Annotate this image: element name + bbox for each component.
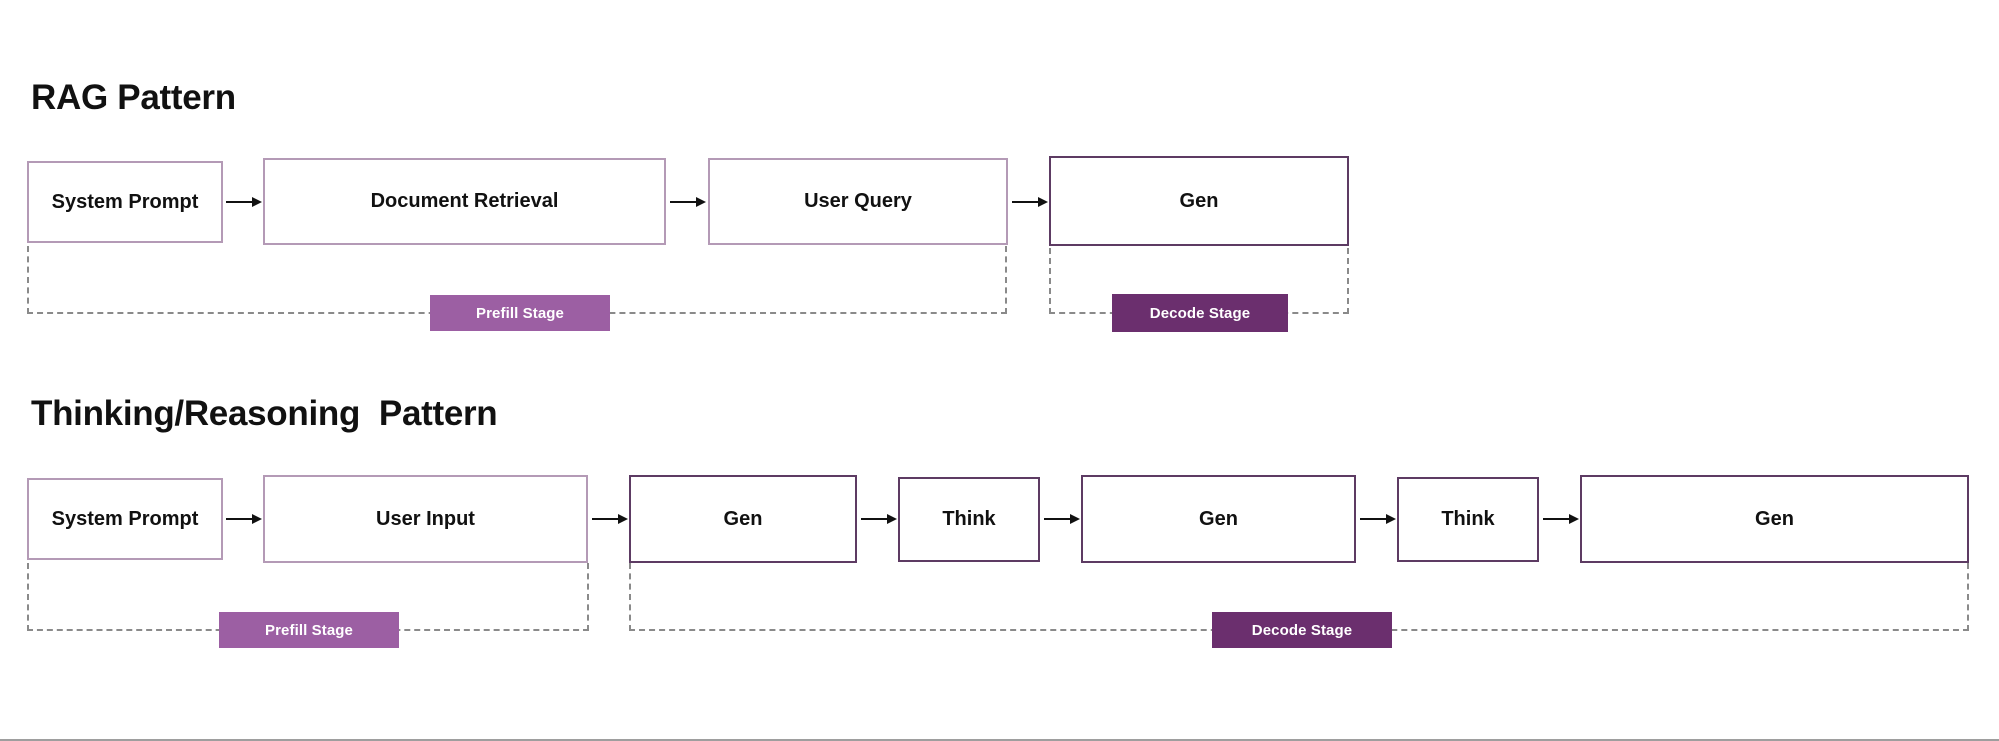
node-think-thinking-2[interactable]: Think bbox=[1397, 477, 1539, 562]
node-system-prompt-rag[interactable]: System Prompt bbox=[27, 161, 223, 243]
arrow-icon-rag-3 bbox=[1012, 197, 1048, 207]
section-title-thinking: Thinking/Reasoning Pattern bbox=[31, 394, 498, 433]
node-gen-thinking-3[interactable]: Gen bbox=[1580, 475, 1969, 563]
badge-decode-thinking: Decode Stage bbox=[1212, 612, 1392, 648]
badge-prefill-thinking: Prefill Stage bbox=[219, 612, 399, 648]
node-gen-thinking-2[interactable]: Gen bbox=[1081, 475, 1356, 563]
arrow-icon-think-2 bbox=[592, 514, 628, 524]
arrow-icon-think-5 bbox=[1360, 514, 1396, 524]
arrow-icon-rag-1 bbox=[226, 197, 262, 207]
node-system-prompt-thinking[interactable]: System Prompt bbox=[27, 478, 223, 560]
arrow-icon-think-4 bbox=[1044, 514, 1080, 524]
badge-decode-rag: Decode Stage bbox=[1112, 294, 1288, 332]
node-user-input-thinking[interactable]: User Input bbox=[263, 475, 588, 563]
node-gen-thinking-1[interactable]: Gen bbox=[629, 475, 857, 563]
node-user-query-rag[interactable]: User Query bbox=[708, 158, 1008, 245]
node-gen-rag[interactable]: Gen bbox=[1049, 156, 1349, 246]
arrow-icon-think-3 bbox=[861, 514, 897, 524]
arrow-icon-think-1 bbox=[226, 514, 262, 524]
node-document-retrieval-rag[interactable]: Document Retrieval bbox=[263, 158, 666, 245]
arrow-icon-rag-2 bbox=[670, 197, 706, 207]
badge-prefill-rag: Prefill Stage bbox=[430, 295, 610, 331]
node-think-thinking-1[interactable]: Think bbox=[898, 477, 1040, 562]
arrow-icon-think-6 bbox=[1543, 514, 1579, 524]
section-title-rag: RAG Pattern bbox=[31, 78, 236, 117]
